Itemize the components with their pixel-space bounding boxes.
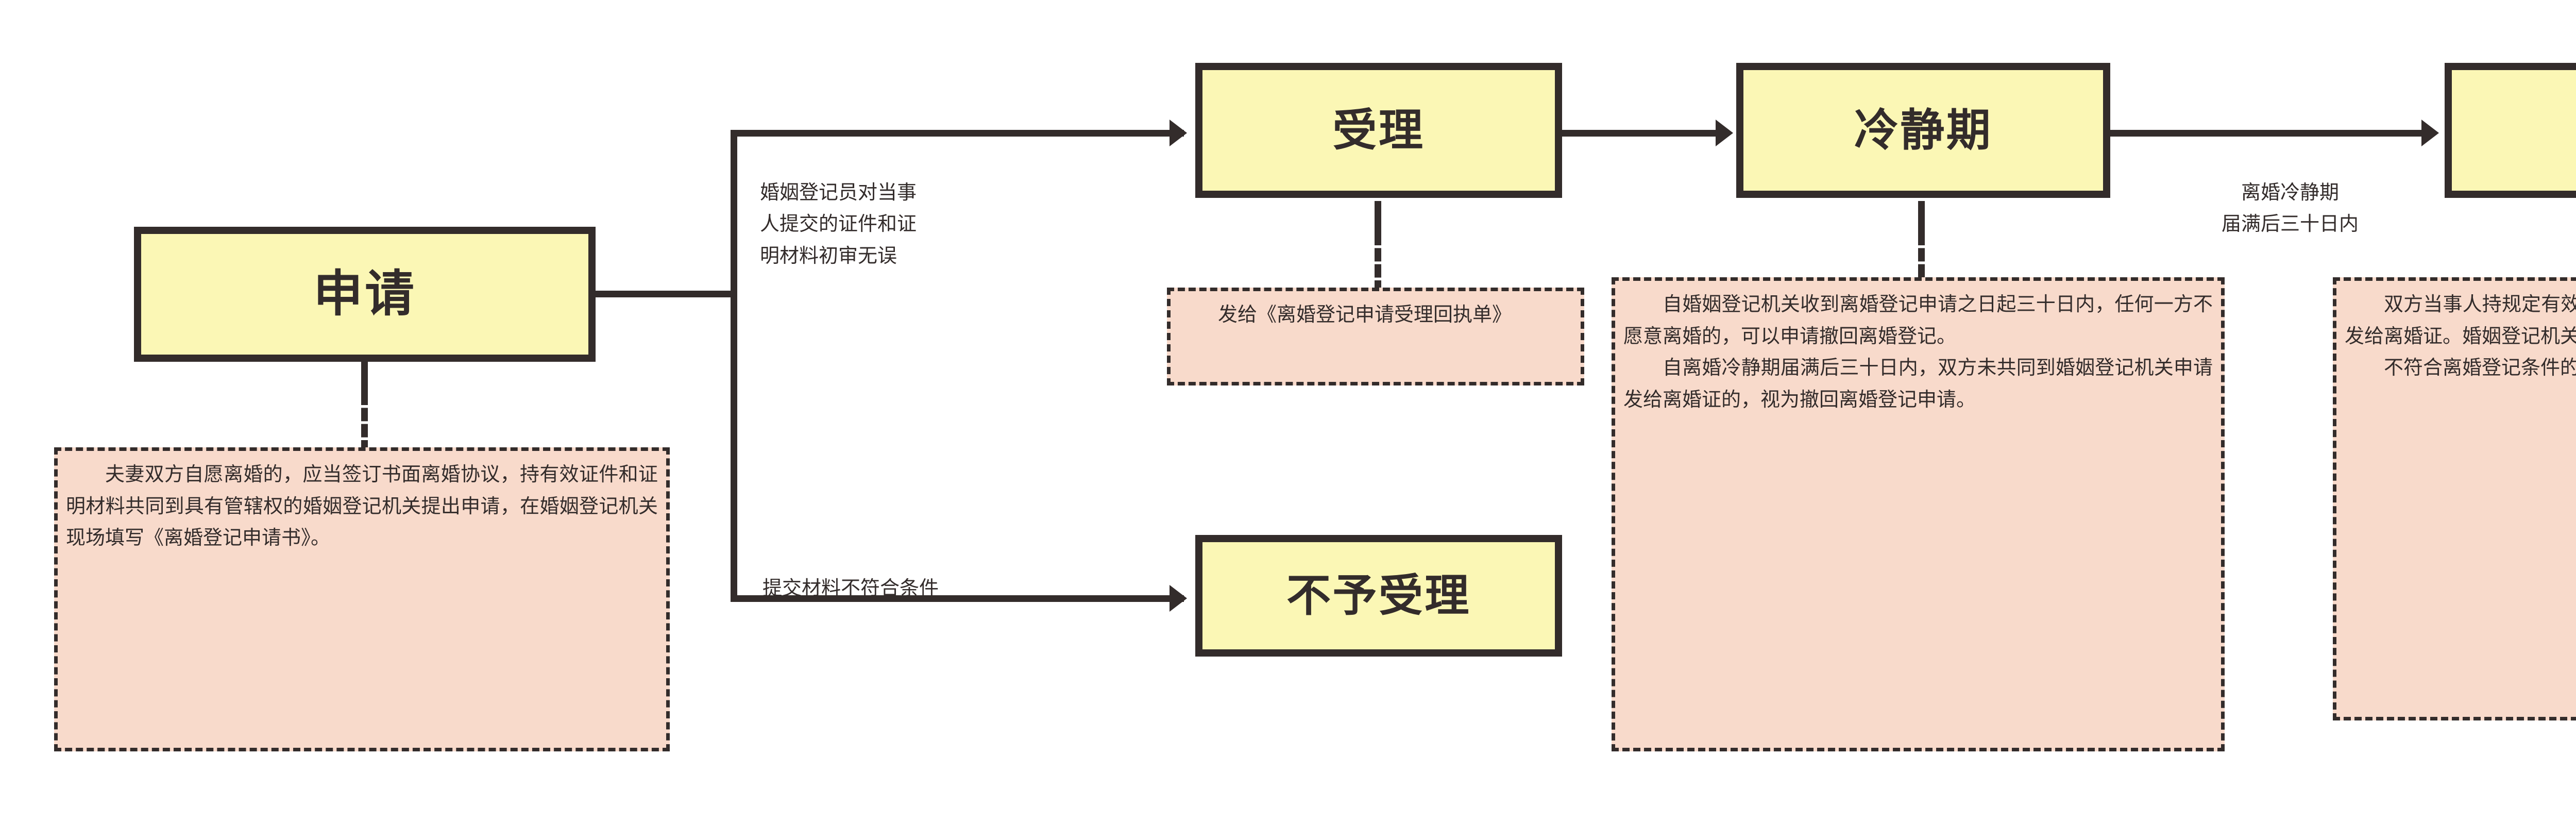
edge-label-apply-to-reject: 提交材料不符合条件 xyxy=(762,541,1164,605)
arrowhead-accept xyxy=(1170,120,1187,146)
note-accept-text: 发给《离婚登记申请受理回执单》 xyxy=(1218,304,1512,326)
connector-apply-out xyxy=(595,291,737,297)
edge-label-apply-to-reject-text: 提交材料不符合条件 xyxy=(762,577,939,599)
leader-stub-accept xyxy=(1375,201,1381,237)
connector-accept-to-cooling xyxy=(1561,130,1726,137)
note-accept: 发给《离婚登记申请受理回执单》 xyxy=(1167,288,1584,385)
note-cooling-period: 自婚姻登记机关收到离婚登记申请之日起三十日内，任何一方不愿意离婚的，可以申请撤回… xyxy=(1612,277,2225,751)
node-apply-label: 申请 xyxy=(313,266,416,322)
connector-cooling-to-review xyxy=(2110,130,2434,137)
arrowhead-cooling xyxy=(1716,120,1733,146)
note-apply-text: 夫妻双方自愿离婚的，应当签订书面离婚协议，持有效证件和证明材料共同到具有管辖权的… xyxy=(66,464,658,549)
edge-label-apply-to-accept: 婚姻登记员对当事 人提交的证件和证 明材料初审无误 xyxy=(760,145,1131,272)
note-review-text-1: 双方当事人持规定有效的证件和材料，共同到婚姻登记机关申请发给离婚证。婚姻登记机关… xyxy=(2345,294,2576,347)
edge-label-cooling-to-review: 离婚冷静期 届满后三十日内 xyxy=(2146,145,2434,241)
edge-label-apply-to-accept-text: 婚姻登记员对当事 人提交的证件和证 明材料初审无误 xyxy=(760,181,917,267)
leader-stub-apply xyxy=(361,361,368,397)
leader-apply-note xyxy=(361,392,368,454)
edge-label-cooling-to-review-text: 离婚冷静期 届满后三十日内 xyxy=(2221,181,2359,236)
connector-apply-to-reject xyxy=(731,595,1184,602)
node-cooling-period-label: 冷静期 xyxy=(1854,105,1993,155)
note-review-text-2: 不符合离婚登记条件的，不予办理。 xyxy=(2384,357,2576,379)
note-cooling-period-text-2: 自离婚冷静期届满后三十日内，双方未共同到婚姻登记机关申请发给离婚证的，视为撤回离… xyxy=(1623,357,2213,411)
node-cooling-period[interactable]: 冷静期 xyxy=(1736,63,2110,198)
node-reject[interactable]: 不予受理 xyxy=(1195,535,1562,657)
node-accept[interactable]: 受理 xyxy=(1195,63,1562,198)
leader-accept-note xyxy=(1375,232,1381,294)
node-accept-label: 受理 xyxy=(1332,105,1425,155)
leader-stub-cooling xyxy=(1918,201,1925,237)
note-apply: 夫妻双方自愿离婚的，应当签订书面离婚协议，持有效证件和证明材料共同到具有管辖权的… xyxy=(54,447,670,751)
arrowhead-reject xyxy=(1170,585,1187,612)
arrowhead-review xyxy=(2421,120,2439,146)
node-reject-label: 不予受理 xyxy=(1286,570,1471,620)
connector-apply-to-accept xyxy=(731,130,1184,137)
note-review: 双方当事人持规定有效的证件和材料，共同到婚姻登记机关申请发给离婚证。婚姻登记机关… xyxy=(2333,277,2576,720)
note-cooling-period-text-1: 自婚姻登记机关收到离婚登记申请之日起三十日内，任何一方不愿意离婚的，可以申请撤回… xyxy=(1623,294,2213,347)
node-review[interactable]: 审查 xyxy=(2445,63,2576,198)
node-apply[interactable]: 申请 xyxy=(134,227,596,362)
connector-apply-trunk xyxy=(731,133,737,602)
